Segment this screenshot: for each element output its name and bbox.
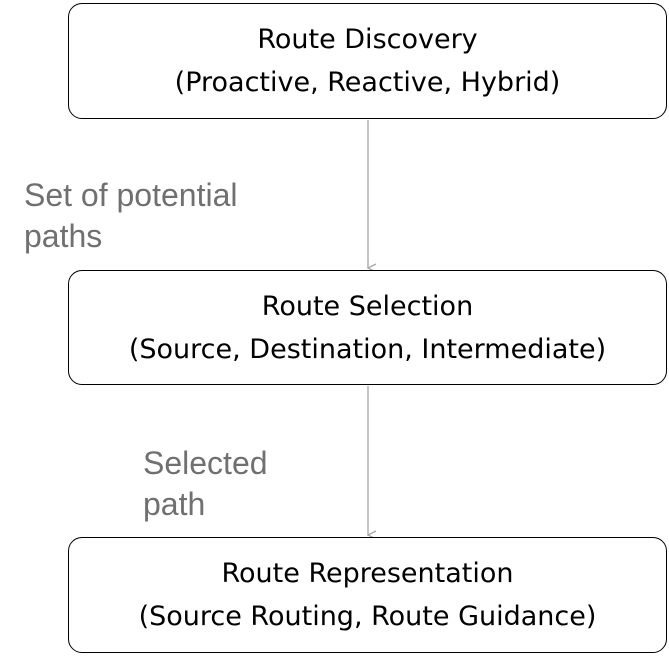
edge-label-selected-path-line-2: path [143,486,206,522]
edge-label-selected-path-line-1: Selected [143,445,268,481]
edge-label-potential-paths-line-2: paths [24,218,103,254]
route-discovery-subtitle: (Proactive, Reactive, Hybrid) [174,67,561,98]
edge-label-selected-path: Selected path [143,443,268,525]
route-discovery-title: Route Discovery [257,24,478,55]
route-representation-box: Route Representation (Source Routing, Ro… [68,537,667,653]
route-selection-box: Route Selection (Source, Destination, In… [68,270,667,385]
edge-label-potential-paths: Set of potential paths [24,175,237,257]
route-representation-title: Route Representation [221,558,514,589]
route-discovery-box: Route Discovery (Proactive, Reactive, Hy… [68,3,667,119]
route-representation-subtitle: (Source Routing, Route Guidance) [138,601,597,632]
route-selection-title: Route Selection [261,290,474,322]
edge-label-potential-paths-line-1: Set of potential [24,177,238,213]
route-selection-subtitle: (Source, Destination, Intermediate) [128,333,607,365]
